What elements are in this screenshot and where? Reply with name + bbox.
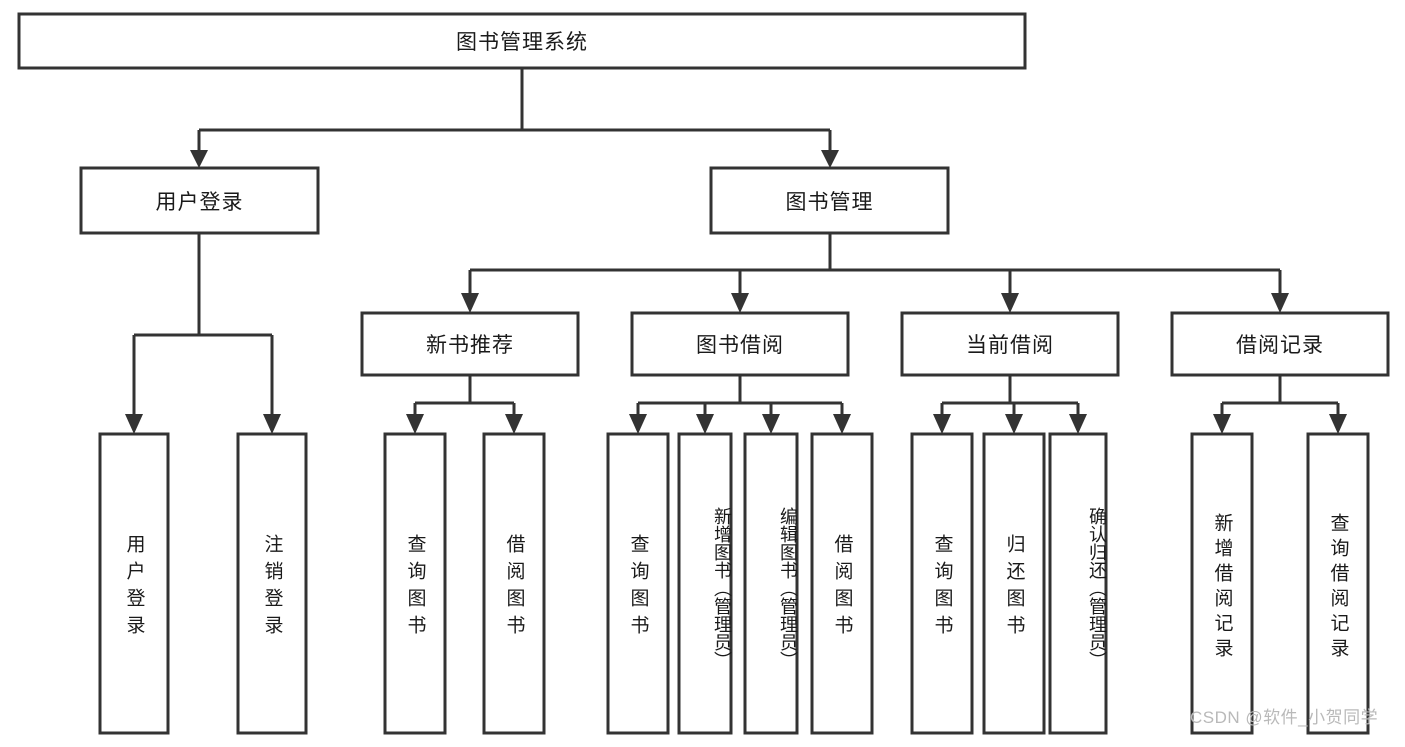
arrowhead-new-book-recommend [461,293,479,313]
arrowhead-leaf-nbr-borrow [505,414,523,434]
node-box-current-borrow[interactable] [900,311,1120,377]
arrowhead-leaf-bb-add [696,414,714,434]
edges-current-borrow-to-leaves [933,375,1087,434]
node-box-leaf-nbr-borrow-book[interactable] [482,432,546,735]
edges-user-login-to-leaves [125,233,281,434]
arrowhead-book-borrow [731,293,749,313]
arrowhead-leaf-cb-confirm [1069,414,1087,434]
node-box-leaf-cb-confirm-return[interactable] [1048,432,1108,735]
node-box-leaf-bb-add-book[interactable] [677,432,733,735]
edges-borrow-record-to-leaves [1213,375,1347,434]
arrowhead-book-manage [821,150,839,168]
arrowhead-leaf-nbr-query [406,414,424,434]
node-box-leaf-bb-edit-book[interactable] [743,432,799,735]
node-box-leaf-bb-borrow-book[interactable] [810,432,874,735]
arrowhead-borrow-record [1271,293,1289,313]
node-box-leaf-user-logout[interactable] [236,432,308,735]
arrowhead-leaf-br-query [1329,414,1347,434]
node-box-leaf-nbr-query-book[interactable] [383,432,447,735]
arrowhead-current-borrow [1001,293,1019,313]
arrowhead-leaf-cb-return [1005,414,1023,434]
node-box-book-borrow[interactable] [630,311,850,377]
node-box-root[interactable] [17,12,1027,70]
arrowhead-user-login [190,150,208,168]
edges-book-manage-to-level3 [461,233,1289,313]
arrowhead-leaf-user-logout [263,414,281,434]
edges-new-book-recommend-to-leaves [406,375,523,434]
arrowhead-leaf-cb-query [933,414,951,434]
node-box-borrow-record[interactable] [1170,311,1390,377]
leaf-node-boxes [98,432,1370,735]
node-box-new-book-recommend[interactable] [360,311,580,377]
arrowhead-leaf-bb-edit [762,414,780,434]
arrowhead-leaf-user-login [125,414,143,434]
node-box-leaf-cb-query-book[interactable] [910,432,974,735]
node-box-book-manage[interactable] [709,166,950,235]
node-box-leaf-cb-return-book[interactable] [982,432,1046,735]
csdn-watermark: CSDN @软件_小贺同学 [1190,708,1379,727]
node-box-leaf-br-query-record[interactable] [1306,432,1370,735]
node-box-leaf-bb-query-book[interactable] [606,432,670,735]
arrowhead-leaf-bb-query [629,414,647,434]
node-box-user-login[interactable] [79,166,320,235]
edges-root-to-level2 [190,68,839,168]
node-box-leaf-user-login[interactable] [98,432,170,735]
arrowhead-leaf-br-add [1213,414,1231,434]
edges-book-borrow-to-leaves [629,375,851,434]
arrowhead-leaf-bb-borrow [833,414,851,434]
node-box-leaf-br-add-record[interactable] [1190,432,1254,735]
